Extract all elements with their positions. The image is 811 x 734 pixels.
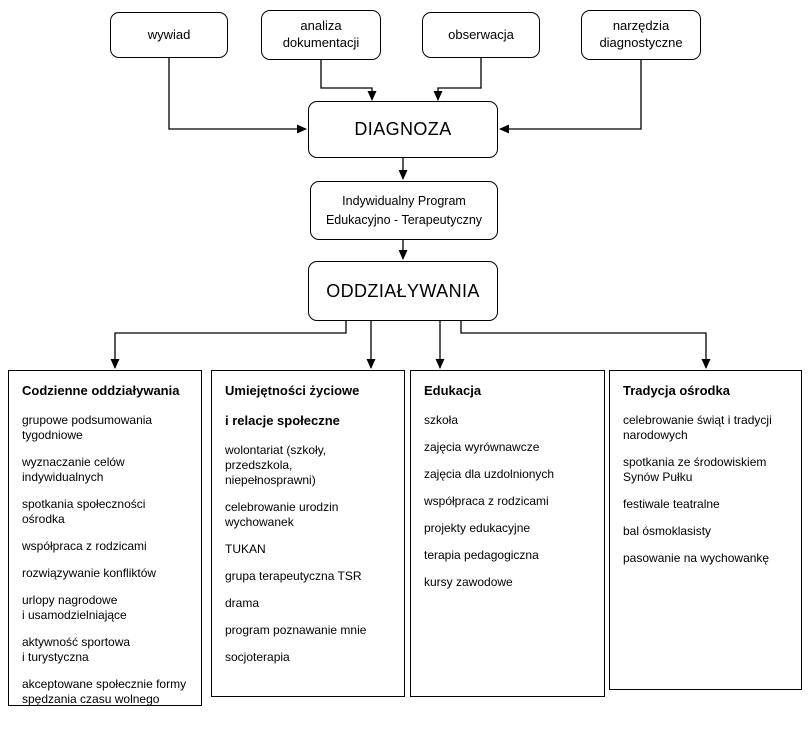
- node-indywidualny-program: Indywidualny Program Edukacyjno - Terape…: [310, 181, 498, 240]
- column-tradycja-osrodka: Tradycja ośrodka celebrowanie świąt i tr…: [609, 370, 802, 690]
- column-items: szkoła zajęcia wyrównawcze zajęcia dla uzd…: [424, 413, 593, 590]
- edge-oddzialywania-col4: [460, 321, 711, 369]
- list-item: bal ósmoklasisty: [623, 524, 712, 538]
- column-title-line: Tradycja ośrodka: [623, 383, 730, 398]
- list-item: współpraca z rodzicami: [22, 539, 147, 553]
- list-item: zajęcia wyrównawcze: [424, 440, 540, 454]
- column-title: Umiejętności życiowe i relacje społeczne: [225, 383, 393, 428]
- node-oddzialywania: ODDZIAŁYWANIA: [308, 261, 498, 321]
- column-title-line: Edukacja: [424, 383, 482, 398]
- column-title-line: i relacje społeczne: [225, 413, 340, 428]
- list-item: drama: [225, 596, 260, 610]
- node-wywiad: wywiad: [110, 12, 228, 58]
- list-item: terapia pedagogiczna: [424, 548, 539, 562]
- node-analiza-dokumentacji: analiza dokumentacji: [261, 10, 381, 60]
- column-edukacja: Edukacja szkoła zajęcia wyrównawcze zajęci…: [410, 370, 605, 697]
- edge-analiza-diagnoza: [320, 60, 377, 101]
- edge-oddzialywania-col1: [110, 321, 347, 369]
- list-item: program poznawanie mnie: [225, 623, 367, 637]
- list-item: kursy zawodowe: [424, 575, 513, 589]
- column-title: Codzienne oddziaływania: [22, 383, 190, 398]
- list-item: socjoterapia: [225, 650, 290, 664]
- list-item: projekty edukacyjne: [424, 521, 531, 535]
- edge-wywiad-diagnoza: [168, 58, 307, 134]
- node-obserwacja: obserwacja: [422, 12, 540, 58]
- list-item: wyznaczanie celów indywidualnych: [22, 455, 125, 484]
- list-item: rozwiązywanie konfliktów: [22, 566, 157, 580]
- list-item: celebrowanie świąt i tradycji narodowych: [623, 413, 772, 442]
- list-item: urlopy nagrodowe i usamodzielniające: [22, 593, 127, 622]
- list-item: grupa terapeutyczna TSR: [225, 569, 362, 583]
- column-title-line: Codzienne oddziaływania: [22, 383, 180, 398]
- list-item: festiwale teatralne: [623, 497, 720, 511]
- column-items: grupowe podsumowania tygodniowe wyznaczan…: [22, 413, 190, 707]
- list-item: zajęcia dla uzdolnionych: [424, 467, 555, 481]
- node-narzedzia-diagnostyczne: narzędzia diagnostyczne: [581, 10, 701, 60]
- list-item: celebrowanie urodzin wychowanek: [225, 500, 339, 529]
- column-codzienne-oddzialywania: Codzienne oddziaływania grupowe podsumow…: [8, 370, 202, 706]
- node-diagnoza: DIAGNOZA: [308, 101, 498, 158]
- list-item: grupowe podsumowania tygodniowe: [22, 413, 153, 442]
- list-item: TUKAN: [225, 542, 266, 556]
- list-item: spotkania społeczności ośrodka: [22, 497, 146, 526]
- list-item: spotkania ze środowiskiem Synów Pułku: [623, 455, 767, 484]
- list-item: aktywność sportowa i turystyczna: [22, 635, 131, 664]
- list-item: wolontariat (szkoły, przedszkola, niepeł…: [225, 443, 327, 487]
- column-items: wolontariat (szkoły, przedszkola, niepeł…: [225, 443, 393, 665]
- column-title-line: Umiejętności życiowe: [225, 383, 360, 398]
- column-title: Tradycja ośrodka: [623, 383, 790, 398]
- list-item: akceptowane społecznie formy spędzania c…: [22, 677, 187, 706]
- edge-obserwacja-diagnoza: [433, 58, 482, 101]
- column-items: celebrowanie świąt i tradycji narodowych…: [623, 413, 790, 566]
- edge-narzedzia-diagnoza: [499, 60, 642, 134]
- column-title: Edukacja: [424, 383, 593, 398]
- list-item: pasowanie na wychowankę: [623, 551, 770, 565]
- list-item: szkoła: [424, 413, 459, 427]
- list-item: współpraca z rodzicami: [424, 494, 549, 508]
